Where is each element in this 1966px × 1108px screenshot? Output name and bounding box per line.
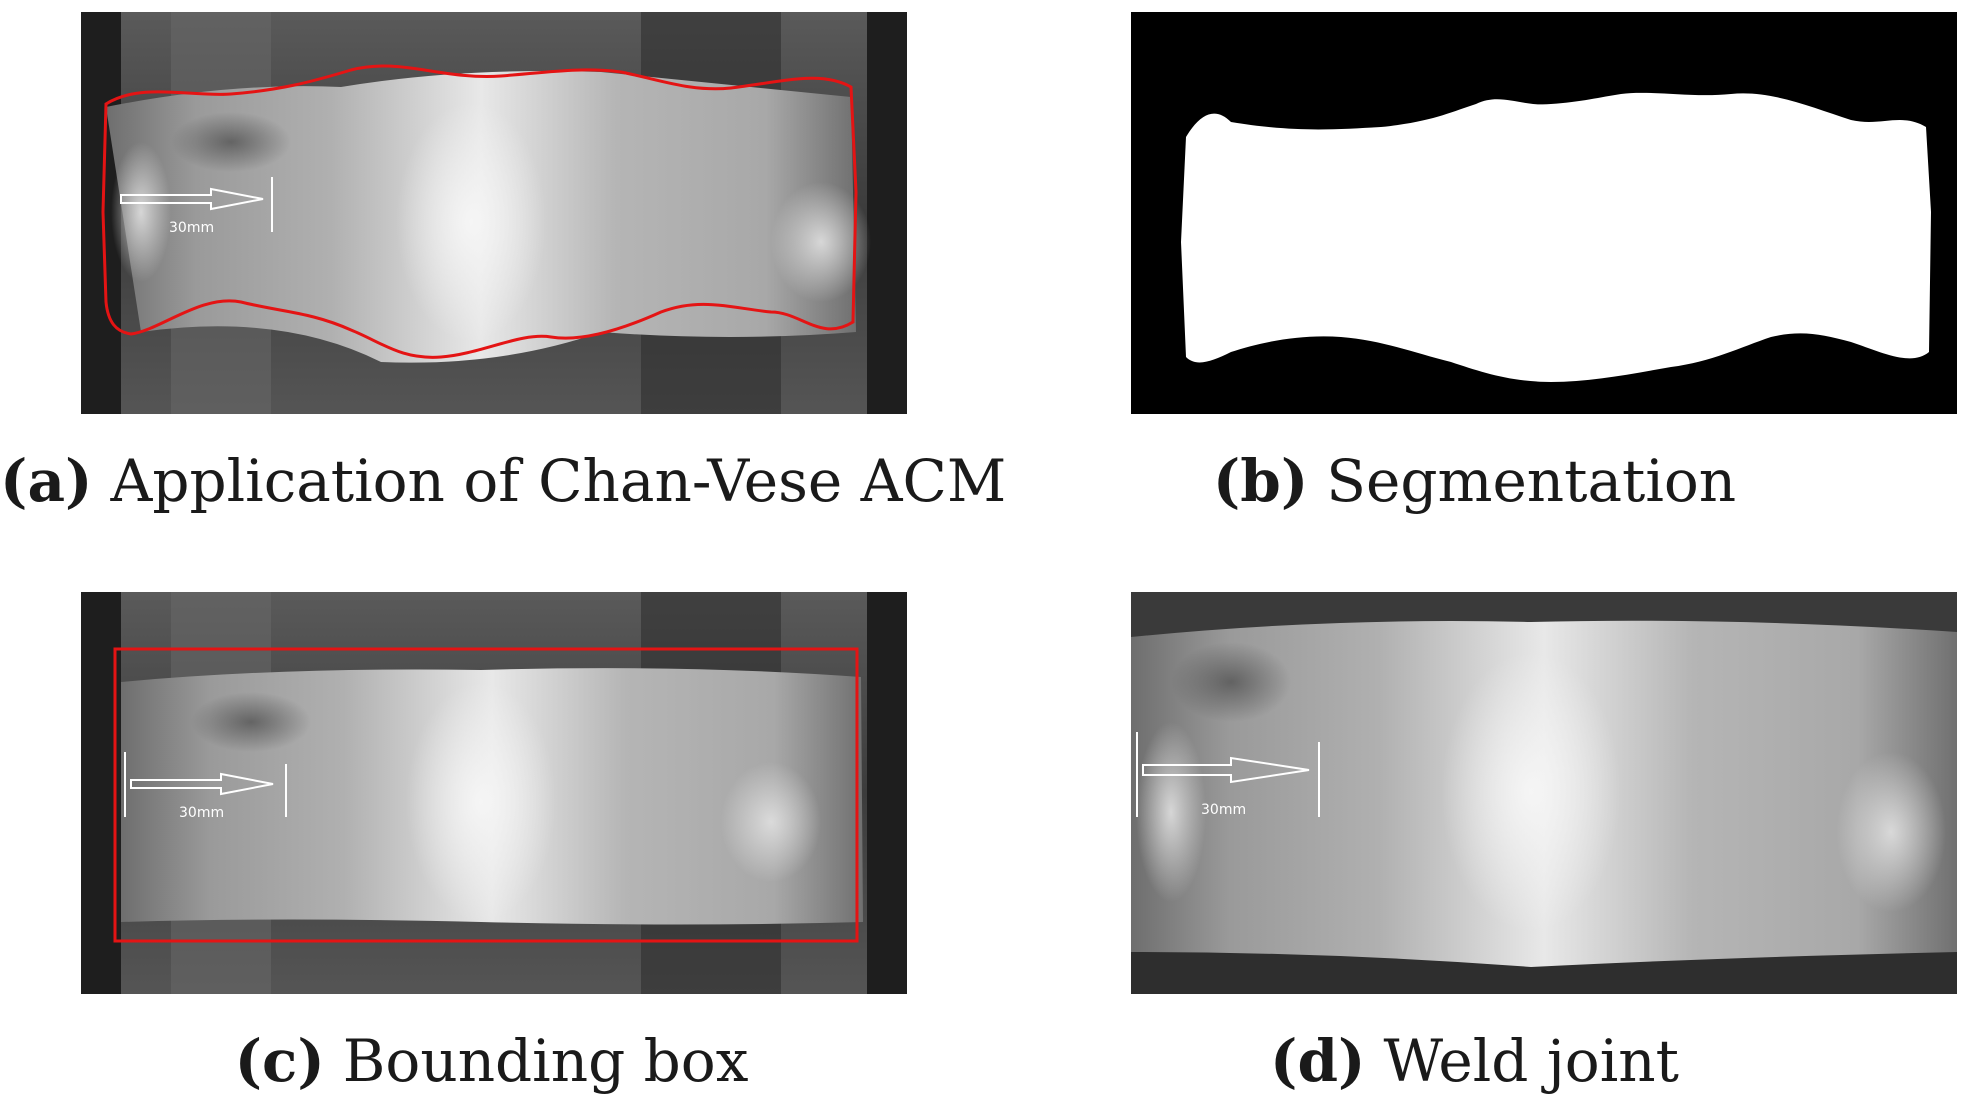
scale-arrow: [124, 752, 287, 817]
caption-c: (c)Bounding box: [0, 1032, 983, 1090]
caption-label: (b): [1212, 447, 1309, 515]
segmentation-mask: [1181, 92, 1931, 382]
caption-label: (a): [0, 447, 93, 515]
scale-arrow: [1136, 732, 1320, 817]
radiograph-image: 30mm: [81, 592, 907, 994]
scale-label: 30mm: [169, 220, 214, 236]
weld-joint-image: 30mm: [1131, 592, 1957, 994]
caption-label: (c): [234, 1027, 325, 1095]
caption-b: (b)Segmentation: [983, 452, 1966, 510]
caption-text: Bounding box: [342, 1027, 749, 1095]
caption-a: (a)Application of Chan-Vese ACM: [0, 452, 1006, 510]
scale-arrow: [120, 177, 273, 232]
caption-text: Weld joint: [1383, 1027, 1679, 1095]
chan-vese-contour: [101, 64, 858, 359]
bounding-box: [113, 647, 859, 943]
weld-joint-crop-panel: 30mm: [1131, 592, 1957, 994]
caption-label: (d): [1270, 1027, 1366, 1095]
caption-text: Application of Chan-Vese ACM: [110, 447, 1007, 515]
segmentation-mask-panel: [1131, 12, 1957, 414]
radiograph-contour-panel: 30mm: [81, 12, 907, 414]
caption-text: Segmentation: [1326, 447, 1737, 515]
segmentation-mask-image: [1131, 12, 1957, 414]
radiograph-bbox-panel: 30mm: [81, 592, 907, 994]
caption-d: (d)Weld joint: [983, 1032, 1966, 1090]
scale-label: 30mm: [1201, 802, 1246, 818]
radiograph-image: 30mm: [81, 12, 907, 414]
scale-label: 30mm: [179, 805, 224, 821]
